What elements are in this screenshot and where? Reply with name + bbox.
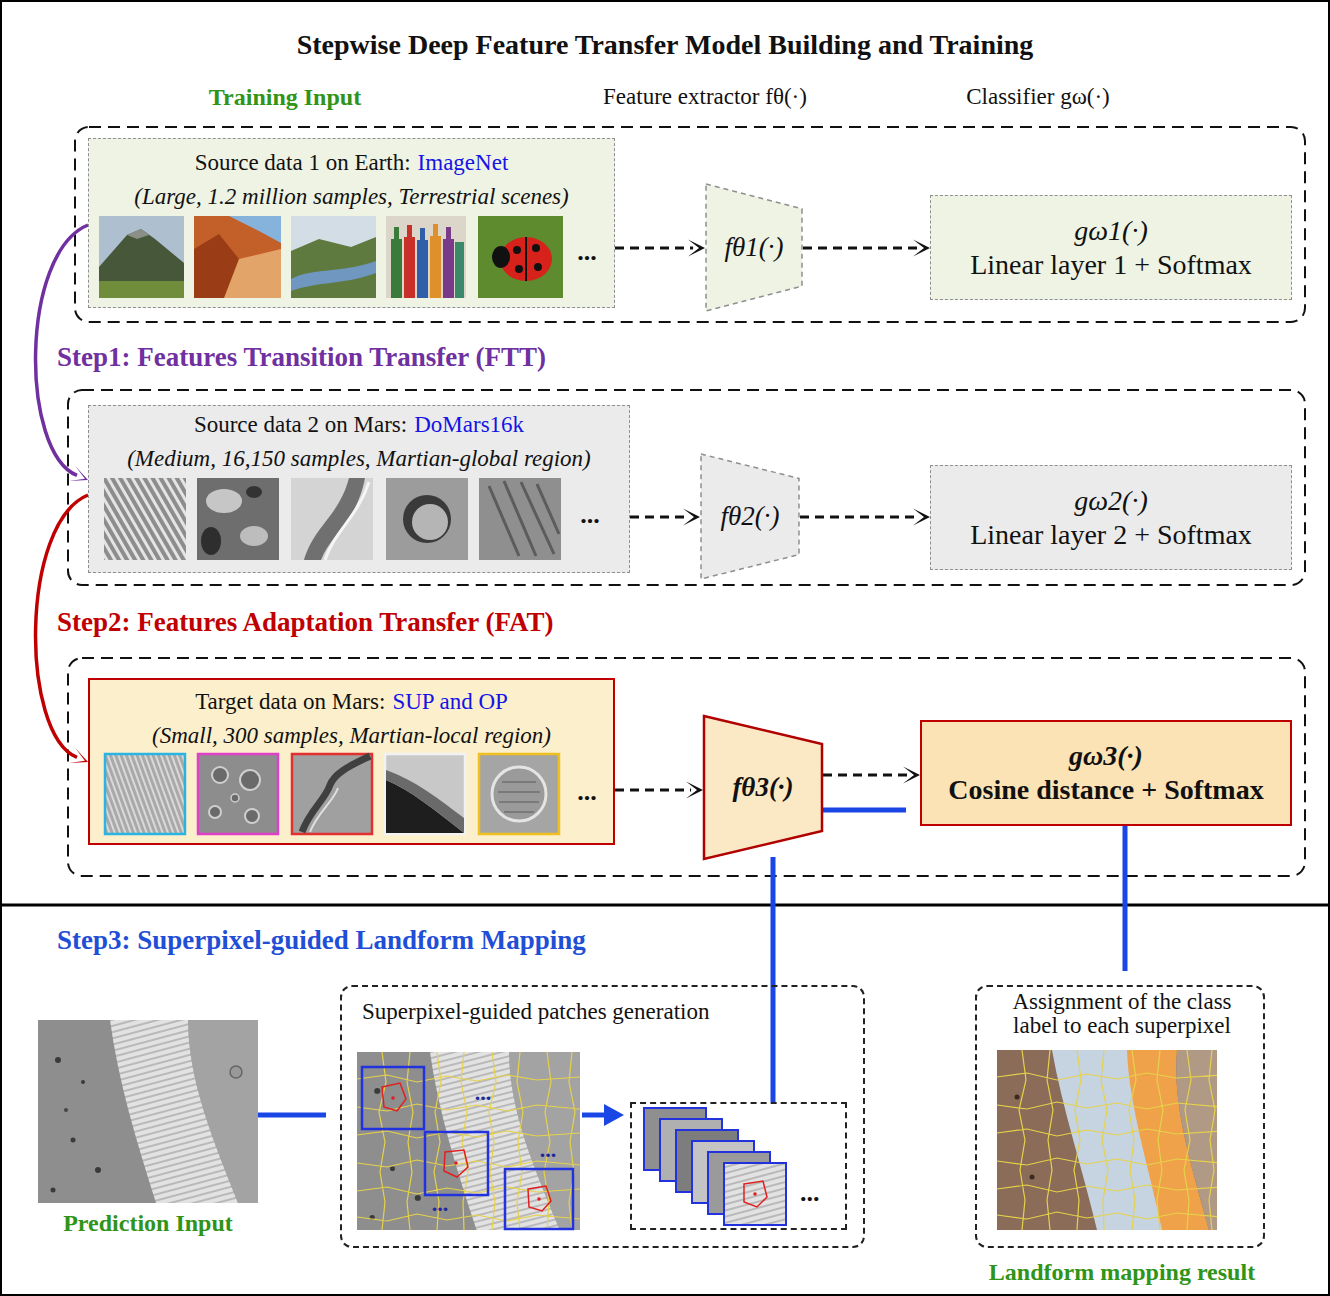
feature-extractor: fθ2(·) [700,453,800,580]
connector [615,782,703,799]
connector [615,240,705,257]
stage-frame [68,390,1305,585]
arrow-head [320,1104,340,1126]
step-heading: Step1: Features Transition Transfer (FTT… [57,341,546,373]
classifier-box: gω2(·)Linear layer 2 + Softmax [930,465,1292,570]
arrow-head [762,843,784,863]
diagram-title: Stepwise Deep Feature Transfer Model Bui… [0,28,1330,62]
connector [258,1104,340,1126]
patch-stack: ... [630,1102,847,1230]
arrow-head [1114,965,1136,985]
prediction-image [38,1020,258,1203]
arrow-head [900,799,920,821]
input-image: Prediction Input [38,1020,258,1203]
step-heading: Step2: Features Adaptation Transfer (FAT… [57,606,553,638]
ellipsis-mark: ... [577,236,597,267]
heading-line: Source data 2 on Mars: DoMars16k [89,406,629,443]
connector [1114,826,1136,985]
ellipsis-mark: ... [580,499,600,530]
superpixel-image [342,987,867,1250]
function-label: fθ3(·) [732,772,793,803]
arrow-head [903,767,920,784]
connector-line [823,774,908,777]
heading-line: Target data on Mars: SUP and OP [90,680,613,720]
connector-line [1123,826,1128,971]
dataset-box: Source data 1 on Earth: ImageNet (Large, 1… [88,138,615,308]
arrow-head [688,240,705,257]
dataset-name: ImageNet [418,150,509,175]
connector [800,509,930,526]
result-heading: Assignment of the class label to each su… [991,990,1253,1038]
connector-line [800,516,918,519]
group-title: Superpixel-guided patches generation [362,997,709,1027]
classifier-desc: Linear layer 1 + Softmax [970,248,1252,282]
heading-line: Source data 1 on Earth: ImageNet [89,139,614,181]
dataset-box: Source data 2 on Mars: DoMars16k (Medium, … [88,405,630,573]
step-heading: Step3: Superpixel-guided Landform Mappin… [57,924,586,956]
connector [803,240,930,257]
ellipsis-mark: ... [432,1191,449,1217]
ellipsis-mark: ... [577,776,597,807]
classifier-name: gω3(·) [1069,739,1143,773]
classifier-box: gω3(·)Cosine distance + Softmax [920,720,1292,826]
dataset-name: SUP and OP [392,689,507,714]
connector [762,843,784,1102]
ellipsis: ... [800,1178,820,1208]
classifier-desc: Linear layer 2 + Softmax [970,518,1252,552]
column-heading: Feature extractor fθ(·) [603,83,807,111]
feature-extractor: fθ3(·) [703,715,823,860]
connector [823,767,920,784]
classifier-box: gω1(·)Linear layer 1 + Softmax [930,195,1292,300]
result-box: Assignment of the class label to each su… [975,985,1265,1248]
stage-frame [68,658,1305,876]
trapezoid-shape [706,184,802,311]
function-label: fθ1(·) [725,232,784,263]
connector [823,799,920,821]
arrow-head [686,782,703,799]
dataset-heading: Source data 2 on Mars: [194,412,407,437]
patch-group: Superpixel-guided patches generation ... [340,985,865,1248]
classifier-name: gω1(·) [1074,214,1147,248]
ellipsis-mark: ... [475,1080,492,1106]
classifier-name: gω2(·) [1074,484,1147,518]
dataset-heading: Source data 1 on Earth: [195,150,411,175]
connector-line [823,808,906,813]
dataset-name: DoMars16k [414,412,524,437]
classifier-desc: Cosine distance + Softmax [948,773,1263,807]
arrow-head [69,748,88,763]
arrow-head [913,240,930,257]
connector [630,509,700,526]
patch-stack-image [632,1104,849,1232]
connector-line [630,516,688,519]
dataset-note: (Medium, 16,150 samples, Martian-global … [89,443,629,475]
internal-arrow [582,1104,624,1126]
arrow-head [913,509,930,526]
trapezoid-shape [701,454,799,579]
column-heading: Classifier gω(·) [966,83,1110,111]
arrow-head [69,466,88,481]
stage-frame [75,127,1305,322]
image-caption: Prediction Input [0,1209,318,1237]
dataset-note: (Large, 1.2 million samples, Terrestrial… [89,181,614,213]
section-divider [0,904,1330,907]
connector-line [258,1113,326,1118]
ellipsis-mark: ... [540,1137,557,1163]
result-caption: Landform mapping result [937,1258,1307,1286]
arrow-head [683,509,700,526]
connector-line [615,247,693,250]
column-heading: Training Input [209,83,361,112]
connector-line [803,247,918,250]
function-label: fθ2(·) [721,501,780,532]
dataset-heading: Target data on Mars: [195,689,385,714]
connector-line [615,789,691,792]
trapezoid-shape [704,716,822,859]
dataset-note: (Small, 300 samples, Martian-local regio… [90,720,613,752]
connector-line [771,857,776,1102]
feature-extractor: fθ1(·) [705,183,803,312]
dataset-box: Target data on Mars: SUP and OP (Small, 30… [88,678,615,845]
